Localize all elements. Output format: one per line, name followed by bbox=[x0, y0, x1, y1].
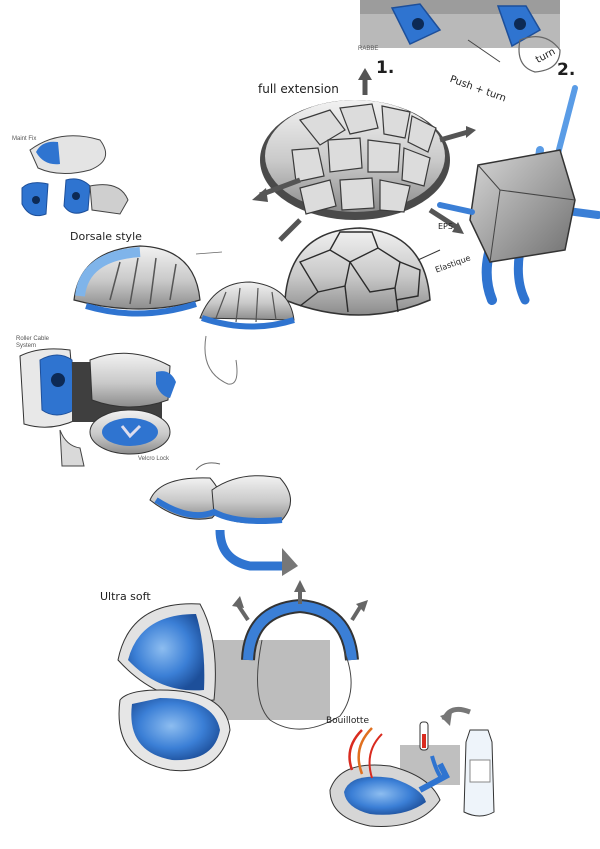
bouillotte-label: Bouillotte bbox=[326, 716, 369, 726]
velcro-lock-note: Velcro Lock bbox=[138, 456, 170, 462]
rabbe-note: RABBE bbox=[358, 46, 379, 52]
maint-fix-sketch bbox=[21, 135, 129, 217]
ultra-soft-label: Ultra soft bbox=[100, 590, 151, 603]
full-extension-label: full extension bbox=[258, 82, 339, 96]
roller-cable-sketch bbox=[19, 348, 176, 467]
dorsale-helmet-sketch bbox=[73, 245, 295, 385]
compact-helmet-sketch bbox=[284, 227, 441, 316]
step-1-label: 1. bbox=[376, 58, 395, 78]
ultra-soft-liner-sketch bbox=[117, 580, 495, 827]
step-2-label: 2. bbox=[557, 60, 576, 80]
extended-helmet-sketch bbox=[252, 68, 476, 242]
maint-fix-note: Maint Fix bbox=[12, 136, 37, 142]
eps-block-sketch bbox=[437, 85, 600, 305]
eps-label: EPS bbox=[438, 222, 453, 231]
roller-cable-note: Roller Cable System bbox=[16, 336, 50, 349]
dorsale-style-label: Dorsale style bbox=[70, 230, 142, 243]
buckle-detail-sketch bbox=[360, 0, 561, 73]
velcro-lock-helmet-sketch bbox=[149, 462, 298, 576]
